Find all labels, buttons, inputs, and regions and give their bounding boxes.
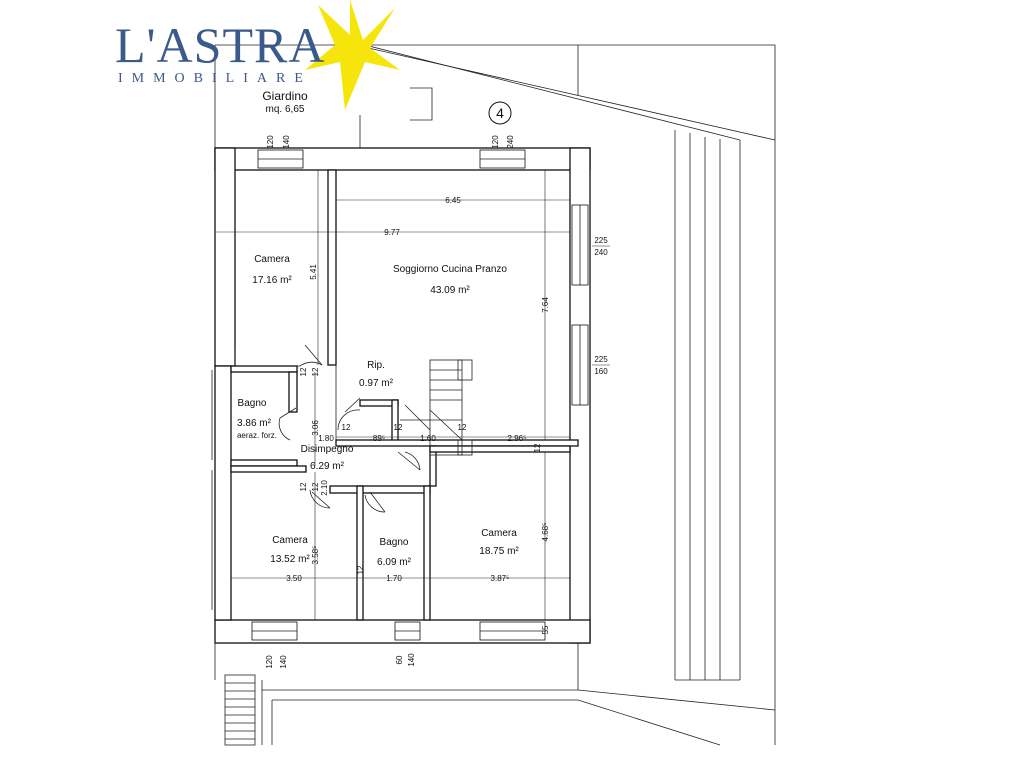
dim-window-bottom-mid-a: 60 bbox=[395, 655, 404, 664]
room-name-soggiorno: Soggiorno Cucina Pranzo bbox=[393, 264, 507, 275]
external-stair bbox=[224, 674, 256, 746]
dim-350: 3.50 bbox=[286, 574, 302, 583]
dim-12-d: 12 bbox=[458, 423, 467, 432]
logo-text: L'ASTRA bbox=[115, 17, 325, 73]
dim-306: 3.06 bbox=[311, 420, 320, 436]
dim-296: 2.96⁵ bbox=[508, 434, 527, 443]
dim-window-top-left-b: 140 bbox=[282, 135, 291, 149]
star-icon bbox=[305, 0, 400, 110]
dim-541: 5.41 bbox=[309, 264, 318, 280]
dim-window-top-right-a: 120 bbox=[491, 135, 500, 149]
room-name-camera-sw: Camera bbox=[272, 535, 308, 546]
room-name-camera-se: Camera bbox=[481, 528, 517, 539]
dim-window-bottom-left-b: 140 bbox=[279, 655, 288, 669]
dim-12-c: 12 bbox=[394, 423, 403, 432]
outer-walls bbox=[214, 147, 591, 644]
dim-12-g: 12 bbox=[356, 565, 365, 574]
room-area-camera-sw: 13.52 m² bbox=[270, 554, 310, 565]
dim-window-top-left-a: 120 bbox=[266, 135, 275, 149]
dim-170: 1.70 bbox=[386, 574, 402, 583]
room-area-camera-se: 18.75 m² bbox=[479, 546, 519, 557]
dim-645: 6.45 bbox=[445, 196, 461, 205]
dim-764: 7.64 bbox=[541, 297, 550, 313]
dim-window-bottom-mid-b: 140 bbox=[407, 653, 416, 667]
unit-number: 4 bbox=[496, 105, 504, 121]
unit-number-circle bbox=[488, 101, 512, 125]
site-context bbox=[211, 44, 776, 746]
dim-160: 1.60 bbox=[420, 434, 436, 443]
dim-window-top-right-b: 240 bbox=[506, 135, 515, 149]
room-name-bagno-w: Bagno bbox=[238, 398, 267, 409]
dim-55: 55 bbox=[541, 625, 550, 634]
dimension-lines bbox=[215, 170, 570, 620]
dim-window-east-2b: 160 bbox=[594, 367, 608, 376]
garden-area: mq. 6,65 bbox=[266, 104, 305, 115]
logo-subtext: IMMOBILIARE bbox=[118, 71, 312, 86]
garden-name: Giardino bbox=[262, 89, 308, 103]
room-area-bagno-s: 6.09 m² bbox=[377, 557, 412, 568]
dim-468: 4.68⁵ bbox=[541, 523, 550, 542]
dim-window-east-2a: 225 bbox=[594, 355, 608, 364]
room-area-bagno-w: 3.86 m² bbox=[237, 418, 272, 429]
room-area-disimpegno: 6.29 m² bbox=[310, 461, 345, 472]
dim-387: 3.87⁵ bbox=[491, 574, 510, 583]
dim-89: 89⁵ bbox=[373, 434, 385, 443]
dim-12-b: 12 bbox=[342, 423, 351, 432]
dim-358: 3.58⁵ bbox=[311, 546, 320, 565]
dim-12-a: 12 bbox=[299, 367, 308, 376]
dim-window-east-1a: 225 bbox=[594, 236, 608, 245]
room-area-soggiorno: 43.09 m² bbox=[430, 285, 470, 296]
dim-180: 1.80 bbox=[318, 434, 334, 443]
dim-977: 9.77 bbox=[384, 228, 400, 237]
room-area-camera-nw: 17.16 m² bbox=[252, 275, 292, 286]
room-name-disimpegno: Disimpegno bbox=[301, 444, 354, 455]
dim-window-east-1b: 240 bbox=[594, 248, 608, 257]
doors bbox=[278, 344, 421, 513]
windows bbox=[251, 149, 589, 641]
dim-12-h: 12 bbox=[311, 367, 320, 376]
dim-window-bottom-left-a: 120 bbox=[265, 655, 274, 669]
internal-stair bbox=[400, 359, 473, 456]
dim-12-i: 12 bbox=[311, 482, 320, 491]
dim-12-e: 12 bbox=[533, 443, 542, 452]
room-name-camera-nw: Camera bbox=[254, 254, 290, 265]
dim-210: 2.10 bbox=[320, 480, 329, 496]
room-name-ripostiglio: Rip. bbox=[367, 360, 385, 371]
room-area-ripostiglio: 0.97 m² bbox=[359, 378, 394, 389]
room-note-bagno-w: aeraz. forz. bbox=[237, 431, 277, 440]
logo: L'ASTRA IMMOBILIARE bbox=[115, 0, 400, 110]
interior-walls bbox=[230, 169, 579, 621]
room-name-bagno-s: Bagno bbox=[380, 537, 409, 548]
dim-12-f: 12 bbox=[299, 482, 308, 491]
